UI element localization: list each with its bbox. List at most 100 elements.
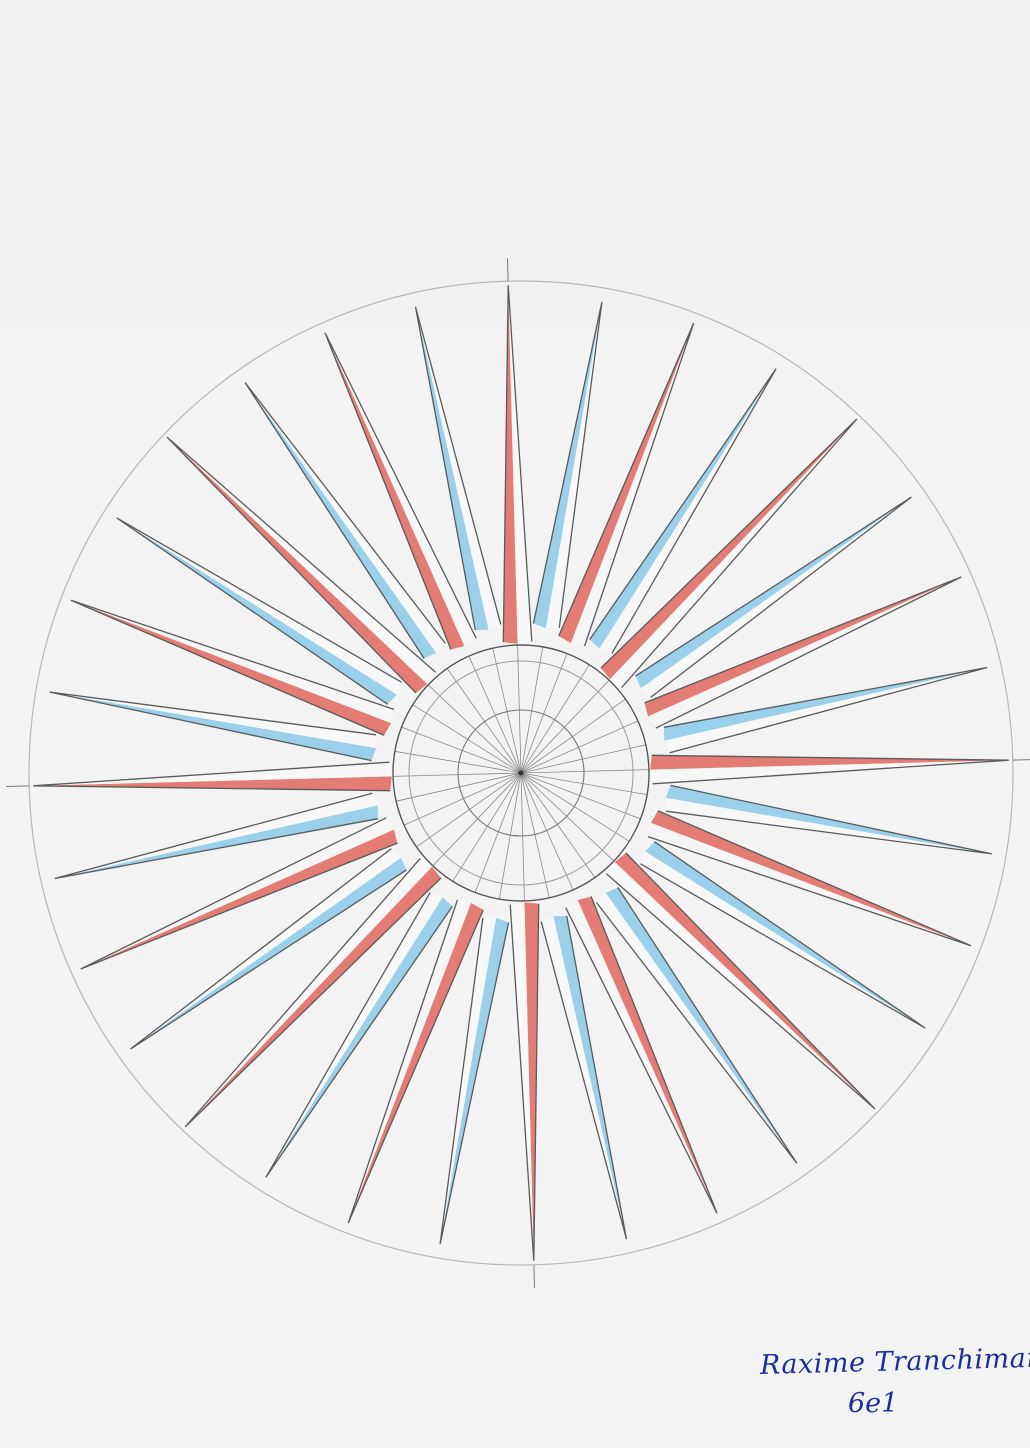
- secondary-point-shade-left: [577, 896, 717, 1214]
- secondary-point-shade-right: [648, 577, 962, 729]
- tertiary-point-outline: [532, 301, 603, 628]
- tertiary-point-shade-right: [665, 797, 993, 854]
- tertiary-point-outline: [54, 792, 379, 880]
- main-point-shade-right: [167, 437, 436, 684]
- tertiary-point-shade-left: [54, 805, 379, 879]
- guide-ray: [468, 655, 522, 774]
- tertiary-point-shade-left: [116, 517, 397, 705]
- guide-ray: [520, 772, 596, 878]
- compass-star-points: [33, 285, 1009, 1261]
- outer-circle: [28, 280, 1014, 1266]
- axis-extension: [533, 1264, 535, 1288]
- tertiary-point-shade-left: [645, 841, 926, 1029]
- main-point-shade-left: [650, 755, 1009, 770]
- tertiary-point-shade-left: [605, 887, 797, 1164]
- main-point-shade-right: [185, 858, 432, 1127]
- tertiary-point-shade-right: [265, 892, 443, 1178]
- secondary-point-shade-right: [80, 817, 394, 969]
- guide-ray: [498, 772, 522, 900]
- tertiary-point-outline: [49, 691, 376, 762]
- main-point-outline: [33, 761, 391, 792]
- main-point-shade-left: [503, 285, 518, 644]
- guide-ray: [520, 772, 615, 862]
- secondary-point-outline: [644, 576, 962, 729]
- secondary-point-shade-left: [558, 323, 694, 644]
- guide-ray: [520, 720, 639, 774]
- tertiary-point-outline: [244, 382, 446, 659]
- tertiary-point-shade-right: [49, 692, 377, 749]
- tertiary-point-outline: [663, 666, 988, 754]
- axis-extension: [507, 258, 509, 282]
- tertiary-point-shade-right: [116, 517, 402, 695]
- secondary-point-outline: [558, 322, 695, 647]
- secondary-point-shade-right: [71, 600, 394, 724]
- secondary-point-shade-left: [348, 902, 484, 1223]
- secondary-point-shade-right: [348, 900, 472, 1223]
- main-point-shade-left: [614, 853, 875, 1109]
- secondary-point-outline: [70, 599, 395, 736]
- tertiary-point-outline: [116, 517, 402, 705]
- secondary-point-shade-left: [71, 600, 392, 736]
- secondary-point-shade-right: [648, 822, 971, 946]
- main-point-shade-left: [524, 902, 539, 1261]
- guide-rays: [6, 258, 1030, 1288]
- tertiary-point-outline: [439, 918, 510, 1245]
- guide-ray: [517, 644, 522, 774]
- guide-ray: [403, 772, 522, 826]
- center-point: [518, 770, 524, 776]
- inner-circles: [392, 644, 650, 902]
- guide-ray: [520, 744, 646, 774]
- secondary-point-outline: [347, 899, 484, 1224]
- tertiary-point-shade-right: [599, 368, 777, 654]
- main-point-outline: [184, 857, 442, 1128]
- guide-ray: [520, 646, 544, 774]
- secondary-point-shade-left: [325, 332, 465, 650]
- guide-ray: [520, 653, 568, 774]
- tertiary-point-shade-right: [545, 301, 602, 629]
- tertiary-point-outline: [130, 848, 407, 1050]
- main-point-outline: [502, 285, 533, 643]
- secondary-point-outline: [565, 896, 718, 1214]
- guide-ray: [492, 648, 522, 774]
- axis-extension: [1012, 759, 1030, 761]
- tertiary-point-shade-left: [415, 306, 489, 631]
- tertiary-point-shade-left: [663, 667, 988, 741]
- axis-extension: [6, 785, 30, 787]
- tertiary-point-shade-right: [641, 497, 912, 698]
- main-point-outline: [605, 852, 876, 1110]
- secondary-point-outline: [80, 817, 398, 970]
- guide-ray: [520, 769, 650, 774]
- guide-ray: [452, 772, 522, 882]
- guide-ray: [520, 698, 626, 774]
- guide-ray: [520, 679, 610, 774]
- tertiary-point-shade-right: [130, 848, 401, 1049]
- guide-ray: [396, 772, 522, 802]
- guide-ray: [392, 772, 522, 777]
- tertiary-point-shade-left: [635, 497, 912, 689]
- inner-circle-small: [457, 709, 585, 837]
- tertiary-point-shade-left: [553, 915, 627, 1240]
- guide-ray: [520, 772, 648, 796]
- main-point-shade-left: [33, 776, 392, 791]
- tertiary-point-outline: [635, 496, 912, 698]
- tertiary-point-outline: [640, 841, 926, 1029]
- guide-ray: [520, 772, 525, 902]
- main-point-outline: [509, 903, 540, 1261]
- signature-class: 6e1: [848, 1388, 899, 1419]
- main-point-outline: [651, 754, 1009, 785]
- outer-guide-circle: [28, 280, 1014, 1266]
- guide-ray: [401, 726, 522, 774]
- guide-ray: [432, 772, 522, 867]
- guide-ray: [520, 772, 574, 891]
- guide-ray: [416, 772, 522, 848]
- guide-ray: [412, 704, 522, 774]
- guide-ray: [520, 772, 641, 820]
- secondary-point-outline: [324, 332, 477, 650]
- tertiary-point-shade-left: [130, 857, 407, 1049]
- main-point-shade-right: [606, 862, 875, 1109]
- tertiary-point-shade-right: [440, 917, 497, 1245]
- secondary-point-shade-right: [565, 900, 717, 1214]
- main-point-outline: [600, 418, 858, 689]
